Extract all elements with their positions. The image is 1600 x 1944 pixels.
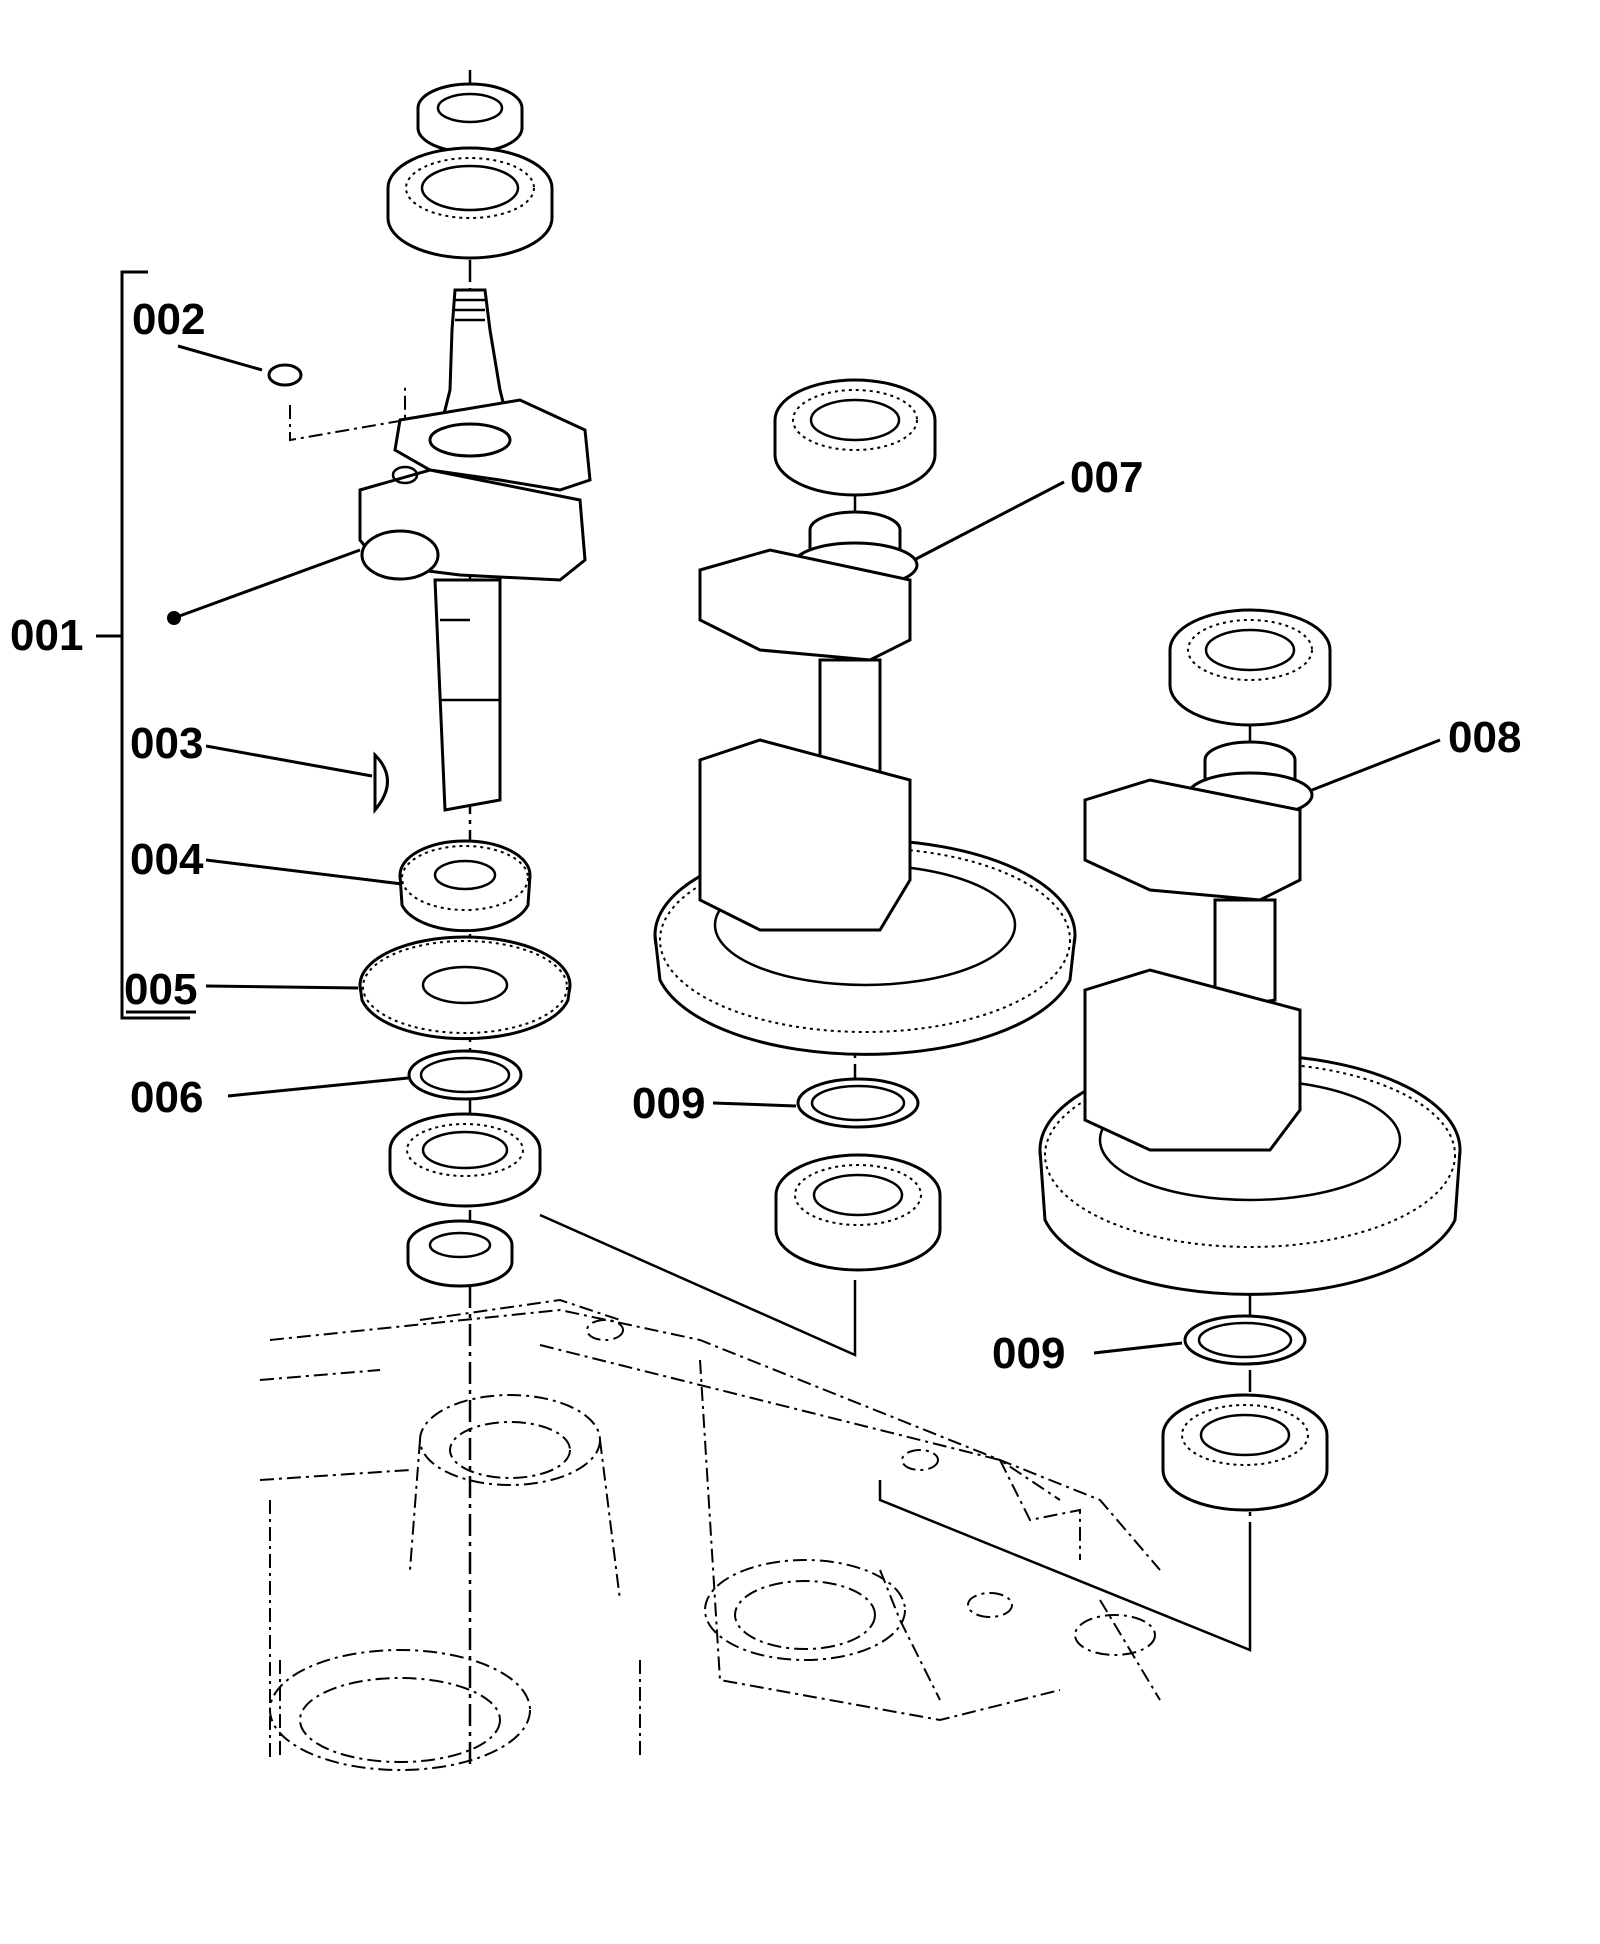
callout-labels: 001 002 003 004 005 006 007 008 009 009: [10, 295, 1521, 1378]
callout-002: 002: [132, 295, 205, 344]
callout-009-middle: 009: [632, 1079, 705, 1128]
key-woodruff: [373, 751, 389, 815]
callout-001: 001: [10, 611, 83, 660]
ball-bearing-middle-lower: [774, 1153, 942, 1272]
thrust-washer-right: [1183, 1314, 1307, 1366]
callout-007: 007: [1070, 453, 1143, 502]
crankshaft-left: [358, 288, 592, 812]
transmission-housing: [259, 1298, 1161, 1771]
callout-006: 006: [130, 1073, 203, 1122]
leader-lines: [96, 270, 1441, 1355]
oil-seal-top: [416, 82, 524, 154]
small-gear: [398, 839, 532, 933]
callout-008: 008: [1448, 713, 1521, 762]
callout-009-right: 009: [992, 1329, 1065, 1378]
ball-bearing-right-lower: [1161, 1393, 1329, 1512]
large-gear-left: [358, 935, 572, 1041]
thrust-washer-left: [407, 1049, 523, 1101]
callout-005: 005: [124, 965, 197, 1014]
thrust-washer-middle: [796, 1077, 920, 1129]
shaft-008: [1083, 740, 1314, 1152]
oil-seal-bottom: [406, 1219, 514, 1288]
ball-bearing-left-lower: [388, 1112, 542, 1208]
ball-bearing-right-top: [1168, 608, 1332, 727]
callout-003: 003: [130, 719, 203, 768]
shaft-007: [698, 510, 919, 932]
ball-bearing-middle-top: [773, 378, 937, 497]
callout-004: 004: [130, 835, 204, 884]
ball-bearing-top: [386, 146, 554, 260]
